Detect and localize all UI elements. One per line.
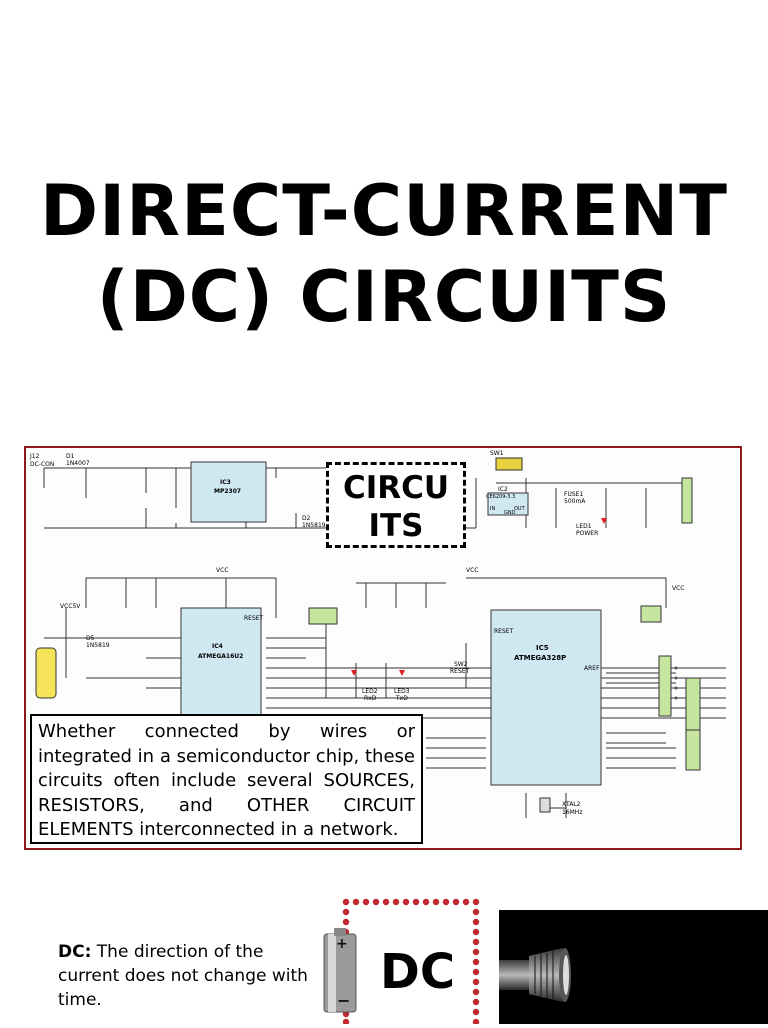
- circuits-callout: CIRCU ITS: [326, 462, 466, 548]
- page-title: DIRECT-CURRENT (DC) CIRCUITS: [0, 168, 768, 340]
- ic4-part: ATMEGA16U2: [198, 653, 243, 660]
- led3-caption: TxD: [395, 695, 408, 702]
- dc-battery-label: DC: [380, 944, 455, 1000]
- xtal2-value: 16MHz: [562, 809, 582, 816]
- schematic-drawing: IC3 MP2307 IC4 ATMEGA16U2 IC5 ATMEGA328P…: [29, 450, 726, 818]
- d1-label: D1: [66, 453, 75, 460]
- aref-label: AREF: [584, 665, 600, 672]
- led2-label: LED2: [362, 688, 378, 695]
- dc-definition: DC: The direction of the current does no…: [58, 940, 308, 1012]
- description-text: Whether connected by wires or integrated…: [38, 721, 415, 840]
- d5-label: D5: [86, 635, 95, 642]
- ic4-label: IC4: [212, 643, 223, 650]
- d1-part: 1N4007: [66, 460, 90, 467]
- led1-caption: POWER: [576, 530, 598, 537]
- battery-drawing: + − DC: [323, 898, 480, 1026]
- flashlight-image: [499, 910, 768, 1024]
- battery-plus-sign: +: [336, 936, 348, 952]
- in-label: IN: [490, 506, 495, 512]
- title-line-1: DIRECT-CURRENT: [40, 170, 728, 252]
- dc-definition-text: The direction of the current does not ch…: [58, 942, 308, 1010]
- callout-line-2: ITS: [368, 508, 424, 544]
- ic5-reset-pin: RESET: [494, 628, 514, 635]
- dccon-label: DC-CON: [30, 461, 54, 468]
- ic5-label: IC5: [536, 644, 549, 652]
- vcc5v-label: VCC5V: [60, 603, 81, 610]
- flashlight-drawing: [499, 948, 571, 1002]
- ic3-part: MP2307: [214, 488, 241, 495]
- title-line-2: (DC) CIRCUITS: [96, 256, 672, 338]
- reset-pin-label: RESET: [244, 615, 264, 622]
- xtal2-label: XTAL2: [562, 801, 581, 808]
- led2-caption: RxD: [364, 695, 377, 702]
- vcc-label-header: VCC: [672, 585, 684, 592]
- d2-part: 1N5819: [302, 522, 326, 529]
- ic2-label: IC2: [498, 486, 508, 493]
- sw2-label: SW2: [454, 661, 468, 668]
- callout-line-1: CIRCU: [342, 470, 450, 506]
- ic2-part: CE6209-3.3: [486, 494, 515, 500]
- vcc-label-right: VCC: [466, 567, 478, 574]
- fuse-value: 500mA: [564, 498, 586, 505]
- vcc-label-left: VCC: [216, 567, 228, 574]
- battery-minus-sign: −: [337, 991, 350, 1010]
- led3-label: LED3: [394, 688, 410, 695]
- description-box: Whether connected by wires or integrated…: [30, 714, 423, 844]
- out-label: OUT: [514, 506, 526, 512]
- sw1-label: SW1: [490, 450, 504, 457]
- dc-term: DC:: [58, 942, 92, 962]
- gnd-label: GND: [504, 510, 516, 516]
- sw2-caption: RESET: [450, 668, 470, 675]
- battery-illustration: + − DC: [316, 866, 488, 1026]
- ic5-part: ATMEGA328P: [514, 654, 566, 662]
- fuse-label: FUSE1: [564, 491, 583, 498]
- ic3-label: IC3: [220, 479, 231, 486]
- d5-part: 1N5819: [86, 642, 110, 649]
- led1-label: LED1: [576, 523, 592, 530]
- d2-label: D2: [302, 515, 311, 522]
- j12-label: J12: [29, 453, 40, 460]
